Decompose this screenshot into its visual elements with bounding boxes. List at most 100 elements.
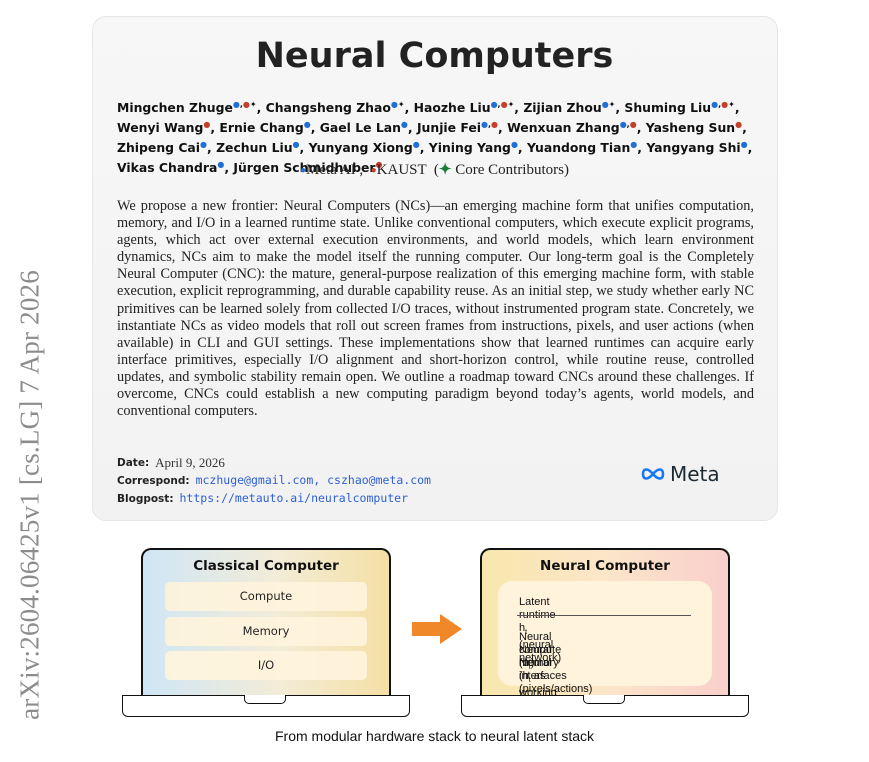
core-star-icon: ✦ xyxy=(728,100,735,109)
kaust-marker-icon: ● xyxy=(629,120,637,130)
transition-arrow-icon xyxy=(412,614,462,644)
meta-marker-icon: ● xyxy=(217,160,225,170)
latent-runtime-label: Latent runtime ht (neural network) xyxy=(519,596,561,665)
classical-slot-io: I/O xyxy=(165,651,367,680)
correspond-link[interactable]: mczhuge@gmail.com, cszhao@meta.com xyxy=(195,473,431,487)
author-name: Yunyang Xiong xyxy=(308,140,413,156)
author-affil-marks: ● xyxy=(217,160,224,169)
affil-meta: Meta AI xyxy=(306,162,356,178)
core-star-icon: ✦ xyxy=(608,100,616,109)
classical-notch xyxy=(244,695,286,704)
author-affil-marks: ● xyxy=(203,120,210,129)
author-name: Yuandong Tian xyxy=(526,140,631,156)
neural-title: Neural Computer xyxy=(540,558,670,574)
neural-interfaces-line: Neural interfaces (pixels/actions) xyxy=(519,657,592,696)
figure-caption: From modular hardware stack to neural la… xyxy=(274,728,595,744)
neural-compute-sub: t xyxy=(528,664,531,672)
author-affil-marks: ●,● xyxy=(481,120,499,130)
header-card xyxy=(92,16,778,521)
author-affil-marks: ●,●✦ xyxy=(711,100,735,109)
kaust-marker-icon: ● xyxy=(203,120,211,130)
author-name: Haozhe Liu xyxy=(413,100,491,116)
author-name: Zhipeng Cai xyxy=(117,140,201,156)
meta-marker-icon: ● xyxy=(200,140,208,150)
meta-marker-icon: ● xyxy=(490,100,498,109)
author-name: Jürgen Schmidhuber xyxy=(233,160,376,176)
core-star-icon: ✦ xyxy=(397,100,405,109)
author-affil-marks: ●,●✦ xyxy=(232,100,257,109)
author-affil-marks: ● xyxy=(735,120,742,129)
neural-inner-panel xyxy=(498,581,712,686)
kaust-marker-icon: ● xyxy=(242,100,250,109)
author-name: Yasheng Sun xyxy=(645,120,736,136)
meta-marker-icon: ● xyxy=(412,140,420,150)
arxiv-stamp: arXiv:2604.06425v1 [cs.LG] 7 Apr 2026 xyxy=(14,270,45,720)
neural-compute-text: Neural compute (h xyxy=(519,631,562,669)
affil-core: Core Contributors xyxy=(455,162,564,178)
author-affil-marks: ● xyxy=(200,140,207,149)
meta-marker-icon: ● xyxy=(232,100,240,109)
author-affil-marks: ● xyxy=(741,140,748,149)
author-name: Yangyang Shi xyxy=(646,140,741,156)
meta-infinity-icon xyxy=(641,468,665,480)
correspond-label: Correspond: xyxy=(117,475,190,487)
meta-marker-icon: ● xyxy=(619,120,627,130)
meta-marker-icon: ● xyxy=(292,140,300,150)
author-name: Zechun Liu xyxy=(216,140,293,156)
meta-marker-icon: ● xyxy=(400,120,408,130)
latent-runtime-text: Latent runtime h xyxy=(519,596,556,634)
meta-marker-icon: ● xyxy=(740,140,748,150)
meta-marker-icon: ● xyxy=(510,140,518,150)
meta-marker-icon: ● xyxy=(300,165,307,177)
date-value: April 9, 2026 xyxy=(155,455,225,470)
meta-logo-text: Meta xyxy=(670,462,720,486)
blogpost-link[interactable]: https://metauto.ai/neuralcomputer xyxy=(179,491,409,505)
meta-marker-icon: ● xyxy=(601,100,609,109)
kaust-marker-icon: ● xyxy=(721,100,729,109)
author-affil-marks: ● xyxy=(293,140,300,149)
core-star-icon: ✦ xyxy=(249,100,257,109)
author-name: Vikas Chandra xyxy=(117,160,218,176)
author-name: Yining Yang xyxy=(428,140,511,156)
kaust-marker-icon: ● xyxy=(500,100,508,109)
core-star-icon: ✦ xyxy=(507,100,515,109)
author-name: Wenyi Wang xyxy=(117,120,204,136)
author-name: Wenxuan Zhang xyxy=(507,120,620,136)
author-name: Zijian Zhou xyxy=(523,100,602,116)
paper-details: Date: April 9, 2026 Correspond: mczhuge@gm… xyxy=(117,454,431,508)
neural-compute-tail: ) xyxy=(530,657,535,669)
kaust-marker-icon: ● xyxy=(491,120,499,130)
author-affil-marks: ● xyxy=(413,140,420,149)
author-affil-marks: ● xyxy=(511,140,518,149)
arxiv-sidebar: arXiv:2604.06425v1 [cs.LG] 7 Apr 2026 xyxy=(0,0,60,762)
runtime-divider xyxy=(517,615,691,616)
meta-marker-icon: ● xyxy=(303,120,311,130)
affiliations: ●Meta AI , ●KAUST (✦ Core Contributors) xyxy=(300,162,569,178)
author-affil-marks: ●✦ xyxy=(602,100,616,109)
meta-marker-icon: ● xyxy=(481,120,488,130)
abstract: We propose a new frontier: Neural Comput… xyxy=(117,198,754,420)
author-name: Ernie Chang xyxy=(219,120,304,136)
classical-base xyxy=(122,695,410,717)
latent-runtime-sub: t xyxy=(525,629,528,637)
author-affil-marks: ●✦ xyxy=(391,100,405,109)
latent-runtime-tail: (neural network) xyxy=(519,639,562,665)
author-list: Mingchen Zhuge●,●✦, Changsheng Zhao●✦, H… xyxy=(117,100,753,176)
classical-slot-memory: Memory xyxy=(165,617,367,646)
author-affil-marks: ● xyxy=(401,120,408,129)
kaust-marker-icon: ● xyxy=(375,160,383,170)
classical-title: Classical Computer xyxy=(193,558,339,574)
meta-marker-icon: ● xyxy=(711,100,719,109)
author-affil-marks: ●,● xyxy=(619,120,637,130)
date-label: Date: xyxy=(117,457,150,469)
author-name: Gael Le Lan xyxy=(319,120,401,136)
core-star-icon: ✦ xyxy=(438,162,452,178)
meta-logo: Meta xyxy=(640,462,720,486)
neural-interfaces-text: Neural interfaces (pixels/actions) xyxy=(519,657,593,695)
author-affil-marks: ●,●✦ xyxy=(490,100,515,109)
author-name: Mingchen Zhuge xyxy=(117,100,233,116)
kaust-marker-icon: ● xyxy=(370,165,377,177)
author-name: Shuming Liu xyxy=(624,100,712,116)
classical-slot-compute: Compute xyxy=(165,582,367,611)
neural-memory-sub: t xyxy=(528,677,531,685)
